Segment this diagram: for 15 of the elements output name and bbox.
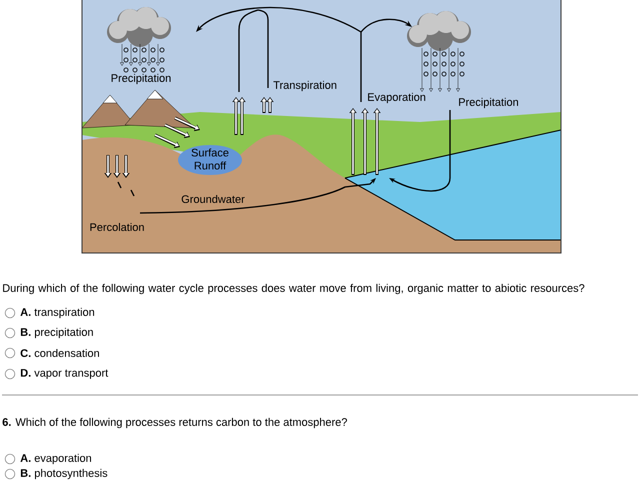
question-text: During which of the following water cycle processes does water move from living, organic matter to abiotic resources?: [3, 284, 584, 294]
answer-option: D. vapor transport: [20, 369, 108, 379]
answer-option: B. photosynthesis: [20, 468, 108, 480]
process-label: Precipitation: [459, 98, 518, 108]
process-label: Transpiration: [273, 80, 336, 92]
question-text: 6. Which of the following processes returns carbon to the atmosphere?: [2, 418, 347, 428]
process-label: Surface Runoff: [192, 148, 228, 170]
answer-option: A. evaporation: [20, 454, 91, 464]
process-label: Percolation: [90, 222, 144, 232]
process-label: Groundwater: [182, 194, 245, 204]
process-label: Precipitation: [112, 74, 171, 84]
process-label: Evaporation: [368, 92, 426, 104]
answer-option: A. transpiration: [20, 308, 94, 318]
answer-option: C. condensation: [20, 348, 99, 358]
answer-option: B. precipitation: [20, 328, 93, 338]
